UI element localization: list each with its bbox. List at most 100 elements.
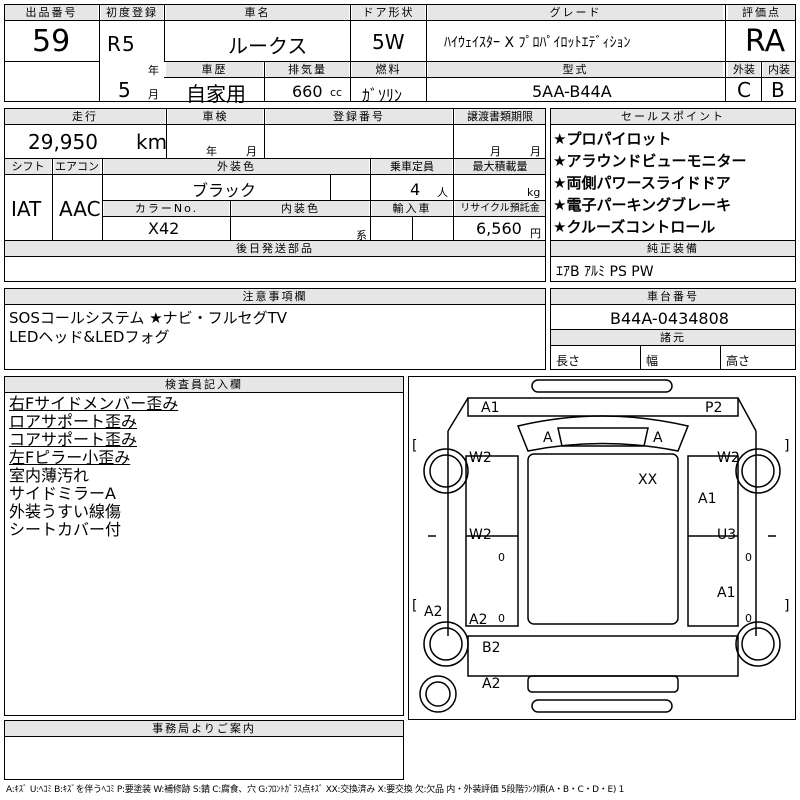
mark-a2-left-rear: A2 [469,612,488,628]
selling-point: ★電子パーキングブレーキ [553,196,731,214]
mark-b2: B2 [482,640,501,656]
label-score: 評価点 [728,5,795,20]
selling-point: ★クルーズコントロール [553,218,716,236]
inspection-month-unit: 月 [246,145,257,158]
note-line: LEDヘッド&LEDフォグ [9,328,170,346]
model-value: 5AA-B44A [532,82,612,101]
label-equipment: 純正装備 [551,241,795,256]
mark-a2-rear: A2 [482,676,501,692]
label-car-name: 車名 [166,5,349,20]
label-history: 車歴 [166,62,263,77]
grade-value: ﾊｲｳｪｲｽﾀｰ X ﾌﾟﾛﾊﾟｲﾛｯﾄｴﾃﾞｨｼｮﾝ [444,35,631,51]
mark-p2: P2 [705,400,723,416]
mark-zero: 0 [745,612,752,625]
label-inspection: 車検 [168,109,263,124]
kei-unit: 系 [356,229,367,242]
fuel-value: ｶﾞｿﾘﾝ [362,86,403,105]
overall-score: RA [745,24,786,59]
inspector-line: ロアサポート歪み [9,412,138,431]
mark-a-wind-left: A [543,430,553,446]
selling-point: ★両側パワースライドドア [553,174,731,192]
mileage-value: 29,950 [28,130,98,154]
inspector-line: サイドミラーA [9,484,116,503]
mark-a1-front-left: A1 [481,400,500,416]
label-lot-no: 出品番号 [5,5,98,20]
mark-zero: 0 [498,551,505,564]
label-reg-no: 登録番号 [266,109,452,124]
selling-point: ★プロパイロット [553,130,672,148]
transfer-month-unit: 月 [490,145,501,158]
cc-unit: cc [330,86,343,99]
mark-xx: XX [638,472,658,488]
label-mileage: 走行 [5,109,165,124]
inspector-line: 外装うすい線傷 [9,502,122,521]
color-value: ブラック [192,181,257,200]
inspector-line: 左Fピラー小歪み [9,448,131,467]
recycle-value: 6,560 [476,219,522,238]
chassis-number: B44A-0434808 [610,309,729,328]
dim-length: 長さ [556,354,581,368]
note-line: SOSコールシステム ★ナビ・フルセグTV [9,309,288,327]
mark-bracket: ] [784,598,790,614]
label-inspector: 検査員記入欄 [5,377,403,392]
mark-a2-left: A2 [424,604,443,620]
label-selling-points: セールスポイント [551,109,795,124]
car-diagram [419,379,781,713]
mark-bracket: [ [412,598,418,614]
displacement-value: 660 [292,82,323,101]
label-chassis: 車台番号 [551,289,795,304]
mark-w2-left-front: W2 [469,450,492,466]
label-interior: 内装 [763,62,795,77]
year-unit: 年 [148,64,159,77]
label-shift: シフト [5,159,51,174]
inspector-lines: 右Fサイドメンバー歪み ロアサポート歪み コアサポート歪み 左Fピラー小歪み 室… [9,395,178,539]
mark-zero: 0 [498,612,505,625]
mark-a1-right: A1 [698,491,717,507]
label-capacity: 乗車定員 [372,159,452,174]
car-name: ルークス [228,34,308,58]
inspector-line: 右Fサイドメンバー歪み [9,394,179,413]
aircon-value: AAC [59,197,101,221]
door-type: 5W [372,30,405,54]
mark-bracket: [ [412,438,418,454]
car-history: 自家用 [186,82,246,106]
dim-width: 幅 [646,354,659,368]
label-recycle: リサイクル預託金 [455,201,545,216]
inspector-panel [4,376,404,716]
lot-number: 59 [32,24,71,59]
label-transfer: 譲渡書類期限 [455,109,545,124]
label-door: ドア形状 [352,5,425,20]
label-first-reg: 初度登録 [101,5,163,20]
car-diagram-panel [408,376,796,720]
inspector-line: 室内薄汚れ [9,466,90,485]
label-dims: 諸元 [551,330,795,345]
km-unit: km [136,130,168,154]
mark-w2-left-door: W2 [469,527,492,543]
interior-grade: B [771,78,785,102]
label-notes: 注意事項欄 [5,289,545,304]
mark-zero: 0 [745,551,752,564]
dim-height: 高さ [726,354,751,368]
shift-value: IAT [11,197,42,221]
label-model: 型式 [428,62,723,77]
selling-point: ★アラウンドビューモニター [553,152,747,170]
mark-a-wind-right: A [653,430,663,446]
label-color: 外装色 [104,159,369,174]
label-deferred: 後日発送部品 [5,241,545,256]
label-fuel: 燃料 [352,62,425,77]
inspector-line: シートカバー付 [9,520,122,539]
notes-lines: SOSコールシステム ★ナビ・フルセグTV LEDヘッド&LEDフォグ [9,309,287,347]
color-no-value: X42 [148,219,180,238]
transfer-day-unit: 月 [530,145,541,158]
label-displacement: 排気量 [266,62,349,77]
label-grade: グレード [428,5,723,20]
kg-unit: kg [527,186,541,199]
inspector-line: コアサポート歪み [9,430,138,449]
capacity-value: 4 [410,180,421,199]
notes-panel [4,288,546,370]
yen-unit: 円 [530,227,541,240]
equipment-value: ｴｱB ｱﾙﾐ PS PW [556,264,654,280]
vehicle-info-table [4,108,546,282]
era-letter: R [107,32,121,56]
person-unit: 人 [437,186,448,199]
